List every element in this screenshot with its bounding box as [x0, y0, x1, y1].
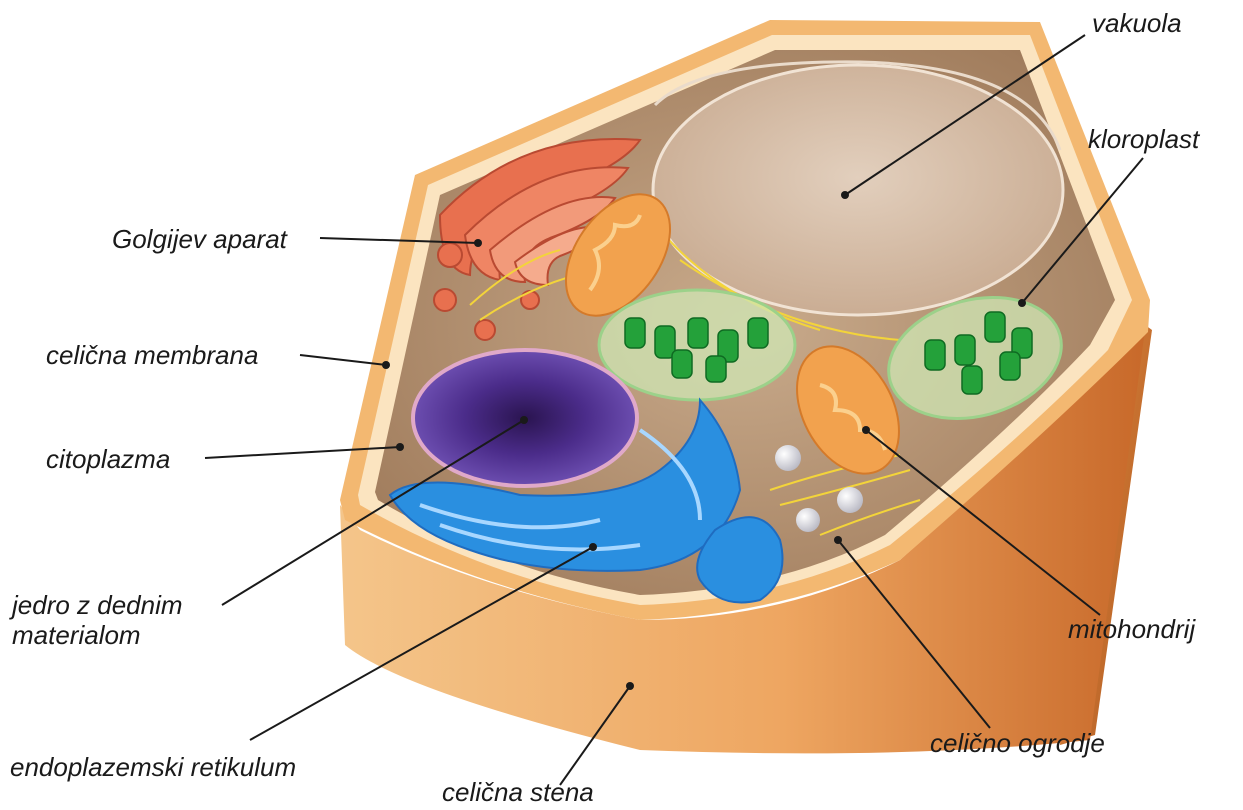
nucleus	[413, 350, 637, 486]
label-vacuole: vakuola	[1092, 8, 1182, 38]
label-er: endoplazemski retikulum	[10, 752, 296, 782]
label-nucleus-line2: materialom	[12, 620, 183, 650]
label-mitochondrion: mitohondrij	[1068, 614, 1195, 644]
label-cell-wall: celična stena	[442, 777, 594, 807]
label-cytoskeleton: celično ogrodje	[930, 728, 1105, 758]
label-golgi: Golgijev aparat	[112, 224, 287, 254]
label-chloroplast: kloroplast	[1088, 124, 1199, 154]
label-cell-membrane: celična membrana	[46, 340, 258, 370]
label-nucleus-line1: jedro z dednim	[12, 590, 183, 620]
label-nucleus: jedro z dednim materialom	[12, 590, 183, 650]
label-cytoplasm: citoplazma	[46, 444, 170, 474]
vacuole	[653, 62, 1063, 315]
chloroplast-left	[599, 290, 795, 400]
